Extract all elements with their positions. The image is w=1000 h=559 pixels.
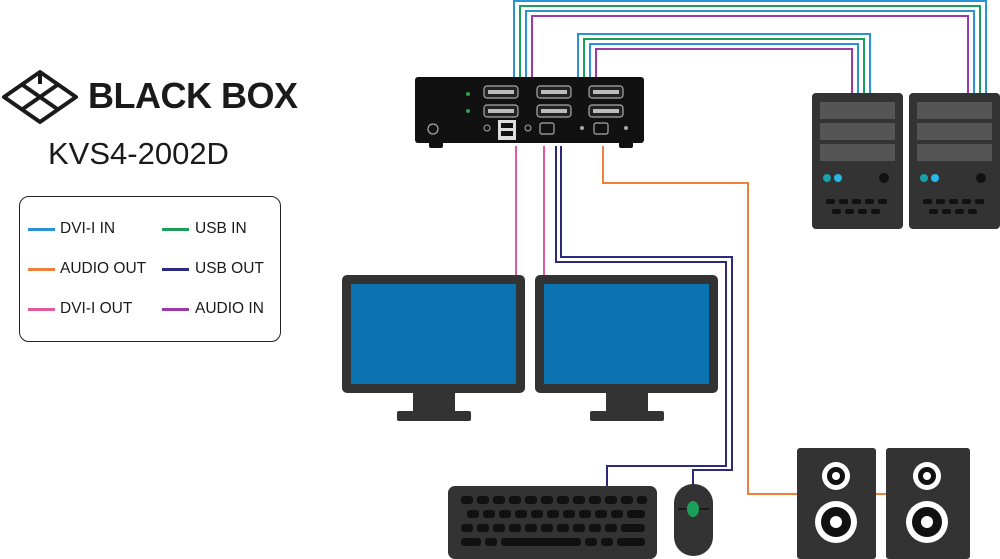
kvm-switch [415, 77, 644, 148]
cable-usb-in-inner [583, 38, 865, 93]
cable-dvi-in-outer [513, 0, 987, 93]
legend-swatch-dvi-in [28, 228, 55, 231]
legend-swatch-audio-out [28, 268, 55, 271]
model-number: KVS4-2002D [48, 136, 229, 171]
monitor-left [342, 275, 525, 421]
legend-label-audio-in: AUDIO IN [195, 300, 264, 317]
mouse [674, 484, 713, 556]
legend-swatch-usb-in [162, 228, 189, 231]
computer-left [812, 93, 903, 229]
cable-dvi-in-inner-2 [589, 43, 859, 93]
legend-swatch-audio-in [162, 308, 189, 311]
cable-dvi-in-outer-2 [525, 10, 975, 93]
cable-usb-in-outer [519, 5, 981, 93]
black-box-logo-icon [2, 70, 78, 124]
cable-usb-out-keyboard [555, 146, 727, 486]
legend-label-dvi-out: DVI-I OUT [60, 300, 133, 317]
legend-label-usb-in: USB IN [195, 220, 247, 237]
cable-audio-in-outer [531, 15, 969, 93]
speaker-left [797, 448, 876, 559]
cables-to-computers [513, 0, 987, 93]
legend-label-audio-out: AUDIO OUT [60, 260, 147, 277]
monitor-right [535, 275, 718, 421]
cable-dvi-in-inner [577, 33, 871, 93]
speaker-right [886, 448, 970, 559]
legend-swatch-usb-out [162, 268, 189, 271]
legend-label-dvi-in: DVI-I IN [60, 220, 116, 237]
cable-usb-out-mouse [560, 146, 733, 486]
keyboard [448, 486, 657, 559]
cable-audio-out [602, 146, 797, 495]
legend-label-usb-out: USB OUT [195, 260, 264, 277]
brand-name: BLACK BOX [88, 75, 298, 116]
computer-right [909, 93, 1000, 229]
legend-swatch-dvi-out [28, 308, 55, 311]
cables-from-kvm [515, 146, 886, 495]
cable-audio-in-inner [595, 48, 853, 93]
legend: DVI-I IN USB IN AUDIO OUT USB OUT DVI-I … [19, 196, 281, 342]
